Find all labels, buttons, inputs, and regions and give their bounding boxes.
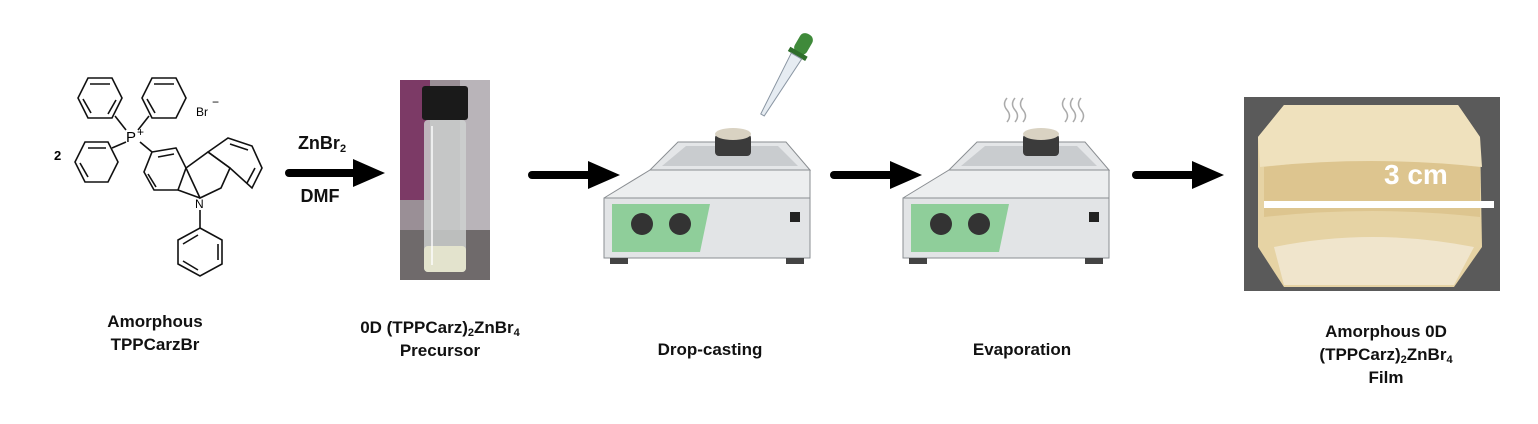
formula-subscript: 4 xyxy=(1446,354,1453,366)
hotplate-evaporation-illustration xyxy=(902,97,1111,264)
label-line: TPPCarzBr xyxy=(110,335,200,354)
film-disc xyxy=(1258,105,1494,287)
label-line: 0D (TPPCarz)2ZnBr4 xyxy=(360,316,520,339)
tppcarzbr-structure: 2 P + Br − N xyxy=(54,77,263,277)
counter-ion: Br xyxy=(196,105,208,119)
label-line: Precursor xyxy=(399,341,481,360)
formula-subscript: 2 xyxy=(1400,354,1407,366)
label-line: Amorphous 0D xyxy=(1325,322,1447,341)
step-label-film: Amorphous 0D (TPPCarz)2ZnBr4 Film xyxy=(1319,320,1452,389)
scale-bar xyxy=(1264,201,1494,208)
formula-part: ZnBr xyxy=(1406,345,1447,364)
step-label-evaporation: Evaporation xyxy=(972,340,1072,359)
arrow-icon xyxy=(1132,161,1224,189)
label-line: (TPPCarz)2ZnBr4 xyxy=(1319,343,1452,366)
precursor-vial-photo xyxy=(400,80,490,280)
formula-part: ZnBr xyxy=(474,318,514,337)
label-line: Film xyxy=(1368,368,1404,387)
arrow-icon xyxy=(528,161,620,189)
formula-part: 0D (TPPCarz) xyxy=(360,318,468,337)
formula-part: (TPPCarz) xyxy=(1319,345,1401,364)
coefficient: 2 xyxy=(54,148,61,163)
scale-label: 3 cm xyxy=(1384,159,1448,190)
arrow-icon xyxy=(830,161,922,189)
arrow-icon xyxy=(285,159,385,187)
dropper-icon xyxy=(760,33,813,117)
reagent-subscript: 2 xyxy=(339,143,347,155)
charge-plus: + xyxy=(137,125,144,139)
step-label-tppcarzbr: Amorphous TPPCarzBr xyxy=(107,310,202,356)
nitrogen-label: N xyxy=(195,197,204,211)
phosphorus-label: P xyxy=(126,129,136,146)
step-label-dropcasting: Drop-casting xyxy=(657,340,763,359)
formula-subscript: 2 xyxy=(467,327,475,339)
reagent-bottom: DMF xyxy=(300,186,340,206)
reagent-zn-label: ZnBr xyxy=(297,133,340,153)
film-photo: 3 cm xyxy=(1244,97,1500,291)
steam-icon xyxy=(1003,97,1085,123)
step-label-precursor: 0D (TPPCarz)2ZnBr4 Precursor xyxy=(360,316,520,362)
formula-subscript: 4 xyxy=(513,327,520,339)
reagent-top: ZnBr2 xyxy=(297,133,347,155)
label-line: Amorphous xyxy=(107,312,203,331)
charge-minus: − xyxy=(212,95,219,109)
hotplate-dropcasting-illustration xyxy=(603,33,813,264)
